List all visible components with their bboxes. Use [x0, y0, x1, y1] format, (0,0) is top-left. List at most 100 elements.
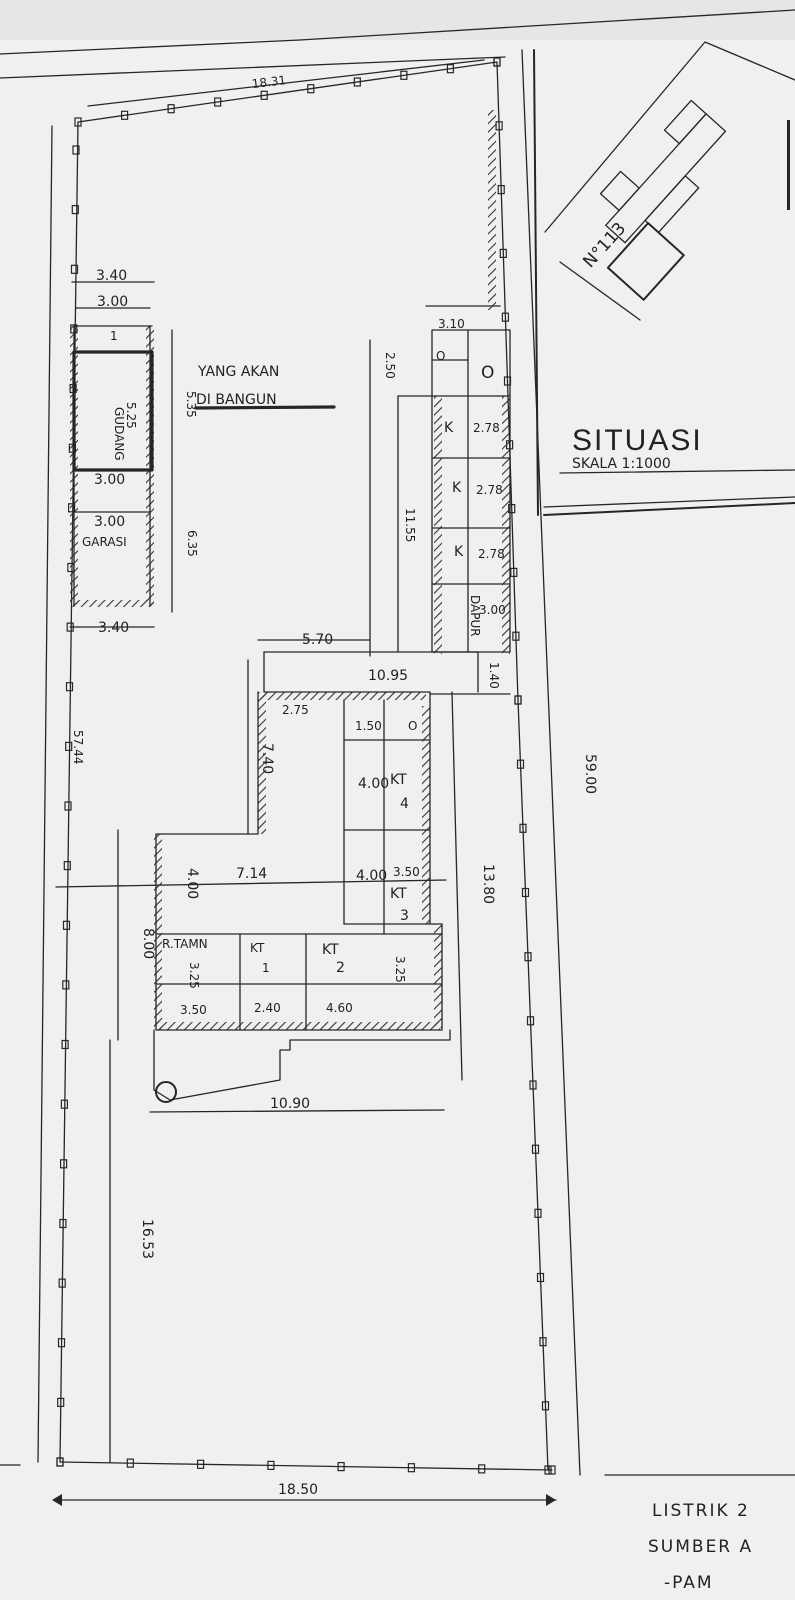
fence-post — [524, 952, 532, 962]
fence-post — [61, 1039, 69, 1050]
dim-front-width: 10.90 — [270, 1096, 310, 1112]
dim-setback: 16.53 — [139, 1219, 155, 1259]
room-tamn: R.TAMN — [162, 937, 208, 951]
sheet-top-line — [0, 9, 795, 55]
footer-line-1: LISTRIK 2 — [652, 1501, 750, 1521]
title-underline — [559, 469, 795, 474]
fence-post — [71, 205, 79, 215]
footer-notes: LISTRIK 2 SUMBER A -PAM — [648, 1501, 753, 1593]
fence-post — [65, 682, 74, 692]
fence-post — [519, 823, 527, 833]
room-kt4: KT — [390, 772, 407, 788]
dim-wing-left: 5.70 — [302, 632, 333, 648]
room-kt3: KT — [390, 886, 407, 902]
fence-post — [536, 1272, 545, 1283]
room-kt3-num: 3 — [400, 908, 409, 924]
room-k3: K — [454, 544, 464, 560]
fence-post — [197, 1459, 205, 1469]
fence-post — [167, 104, 175, 114]
fence-post — [499, 248, 507, 258]
inset-plot-box — [606, 222, 685, 301]
fence-post — [126, 1458, 134, 1468]
inset-bottom-border-inner — [543, 496, 795, 508]
inset-road-edge — [544, 41, 795, 233]
fence-post — [63, 860, 71, 871]
fence-post — [495, 121, 503, 131]
dim-gudang-side: 5.35 — [184, 391, 198, 418]
fence-post — [407, 1463, 415, 1473]
fence-post — [497, 185, 505, 195]
fence-post — [120, 110, 129, 120]
fence-post — [214, 97, 222, 107]
overall-dimensions: 18.31 18.50 57.44 59.00 — [37, 59, 598, 1506]
dim-gudang-bottom: 3.00 — [94, 472, 125, 488]
fence-post — [56, 1457, 64, 1467]
room-k2: K — [452, 480, 462, 496]
room-o-upper: O — [408, 719, 417, 733]
fence-post — [59, 1159, 68, 1169]
dim-wing-length: 11.55 — [403, 508, 417, 542]
fence-post — [58, 1278, 66, 1288]
fence-post — [74, 117, 82, 127]
boundary-bottom — [59, 1461, 553, 1471]
fence-post — [337, 1461, 345, 1472]
fence-post — [534, 1208, 542, 1218]
fence-post — [512, 631, 520, 641]
site-scale: SKALA 1:1000 — [572, 456, 671, 472]
room-gudang: GUDANG — [112, 407, 126, 461]
note-line-1: YANG AKAN — [197, 364, 279, 380]
dim-gudang-length: 5.25 — [124, 402, 138, 429]
fence-post — [59, 1218, 67, 1229]
dim-left-wing: 4.00 — [184, 868, 200, 899]
fence-post — [516, 759, 525, 769]
room-kt4-num: 4 — [400, 796, 409, 812]
fence-post — [64, 801, 72, 811]
dim-kt2-h: 3.25 — [393, 956, 407, 983]
fence-post — [539, 1337, 547, 1347]
dim-gudang-inner: 3.00 — [97, 294, 128, 310]
dim-garasi-top: 3.00 — [94, 514, 125, 530]
inset-bottom-border — [543, 502, 795, 516]
dim-kt4: 4.00 — [358, 776, 389, 792]
dim-tamn-h: 3.25 — [187, 962, 201, 989]
boundary-right-outer — [521, 49, 581, 1476]
inset-road-edge-b — [559, 261, 641, 321]
inset-left-border — [533, 49, 539, 516]
fence-post — [62, 920, 71, 930]
inset-edge-mark — [787, 120, 790, 210]
room-dapur: DAPUR — [468, 595, 482, 637]
dim-kt3-w: 3.50 — [393, 865, 420, 879]
fence-post — [544, 1465, 552, 1475]
fence-post — [57, 1397, 65, 1408]
fence-post — [548, 1465, 556, 1475]
fence-post — [541, 1401, 550, 1411]
fence-post — [478, 1464, 486, 1474]
fence-post — [400, 70, 408, 80]
dim-gudang-small: 1 — [110, 329, 118, 343]
dim-wing-offset: 2.50 — [383, 352, 397, 379]
fence-post — [70, 264, 79, 274]
footer-line-2: SUMBER A — [648, 1537, 753, 1557]
fence-post — [260, 90, 268, 100]
fence-post — [531, 1144, 540, 1154]
dim-kt4-top: 1.50 — [355, 719, 382, 733]
fence-post — [57, 1338, 66, 1348]
fence-post — [510, 567, 518, 578]
dim-main-depth: 13.80 — [480, 864, 496, 904]
dim-k3: 2.78 — [478, 547, 505, 561]
room-kt2: KT — [322, 942, 339, 958]
fence-post — [514, 695, 522, 705]
fence-post — [501, 312, 509, 322]
fence-post — [353, 77, 361, 87]
boundary-top — [77, 61, 498, 123]
room-kt1-num: 1 — [262, 961, 270, 975]
service-wing: 3.10 O O 2.50 K 2.78 K 2.78 K 2.78 DAPUR… — [257, 110, 511, 693]
fence-post — [267, 1460, 275, 1471]
sheet-border-line — [0, 56, 506, 79]
fence-post — [307, 84, 315, 94]
fence-post — [60, 1099, 69, 1109]
boundary-right — [496, 61, 549, 1471]
inset-building — [599, 99, 727, 301]
